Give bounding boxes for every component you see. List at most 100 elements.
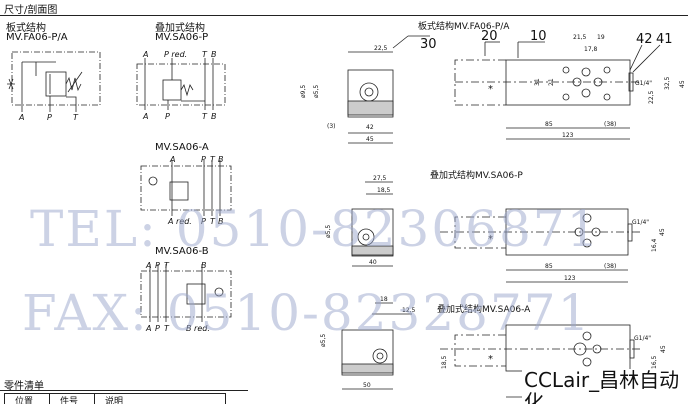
schematic-sa06b: A P T B A P T B red.: [140, 261, 232, 333]
svg-text:(38): (38): [604, 263, 616, 270]
schematic-sa06p: A P red. T B A P T B: [136, 50, 226, 121]
svg-text:18,5: 18,5: [377, 187, 391, 194]
port-label: B: [211, 112, 217, 121]
port-label: B red.: [186, 324, 210, 333]
port-label: P: [155, 324, 160, 333]
svg-text:*: *: [488, 234, 493, 245]
svg-text:G1/4": G1/4": [635, 80, 652, 87]
svg-text:22,5: 22,5: [648, 90, 655, 104]
svg-text:45: 45: [660, 345, 667, 353]
svg-text:ø5,5: ø5,5: [313, 85, 320, 98]
svg-text:12,5: 12,5: [402, 307, 416, 314]
schematic-model-4: MV.SA06-B: [155, 246, 209, 257]
svg-text:*: *: [488, 354, 493, 365]
schematic-sa06a: A P T B A red. P T B: [140, 155, 232, 226]
port-label: P: [165, 112, 170, 121]
view-title-sa06a: 叠加式结构MV.SA06-A: [437, 305, 531, 315]
port-label: A: [142, 50, 148, 59]
port-label: P: [201, 217, 206, 226]
table-header-row: 位置 件号 说明: [4, 393, 226, 404]
schematic-fa06: A P T: [7, 51, 101, 122]
watermark-tel: TEL: 0510-82306871: [30, 200, 601, 258]
schematic-model-2: MV.SA06-P: [155, 32, 209, 43]
svg-text:18,5: 18,5: [441, 355, 448, 369]
svg-text:16,5: 16,5: [651, 355, 658, 369]
port-label: A red.: [167, 217, 192, 226]
svg-text:27,5: 27,5: [373, 175, 387, 182]
watermark-fax: FAX: 0510-82328771: [22, 284, 592, 342]
column-header: 说明: [94, 393, 226, 404]
port-label: P: [201, 155, 206, 164]
port-label: T: [210, 155, 216, 164]
port-label: P: [155, 261, 160, 270]
svg-text:31: 31: [534, 78, 541, 86]
column-header: 件号: [49, 393, 95, 404]
side-view-sa06p: 27,5 18,5 ø5,5 40: [325, 175, 394, 267]
side-view-sa06a: 18 12,5 ø5,5 50: [320, 296, 416, 390]
port-label: B: [218, 217, 224, 226]
section-title: 尺寸/剖面图: [4, 5, 58, 16]
port-label: A: [142, 112, 148, 121]
parts-list-title: 零件清单: [4, 381, 44, 392]
svg-text:123: 123: [562, 132, 574, 139]
svg-text:42: 42: [636, 32, 653, 47]
port-label: P red.: [164, 50, 187, 59]
schematic-type-2: 叠加式结构: [155, 23, 205, 34]
parts-list-rule: [0, 390, 248, 391]
port-label: P: [47, 113, 52, 122]
front-view-fa06: 20 10 42 41 * 21,5 19 17,8 31 21 G1/4" 3…: [454, 29, 686, 140]
svg-text:123: 123: [564, 275, 576, 282]
svg-text:45: 45: [366, 136, 374, 143]
port-label: T: [164, 261, 170, 270]
port-label: A: [169, 155, 175, 164]
parts-list-table: 位置 件号 说明: [4, 393, 226, 404]
port-label: T: [164, 324, 170, 333]
svg-text:45: 45: [679, 80, 686, 88]
svg-text:20: 20: [481, 29, 498, 44]
port-label: A: [145, 261, 151, 270]
svg-text:ø5,5: ø5,5: [325, 225, 332, 238]
svg-text:19: 19: [597, 34, 605, 41]
port-label: B: [218, 155, 224, 164]
header-rule: [0, 15, 688, 16]
port-label: T: [202, 112, 208, 121]
front-view-sa06p: * G1/4" 45 16,4 85 (38) 123: [440, 208, 666, 283]
port-label: T: [73, 113, 79, 122]
brand-logo: CCLair_昌林自动化: [522, 369, 688, 404]
side-view-fa06: 22,5 ø9,5 ø5,5 (3) 42 45 30: [300, 35, 437, 144]
view-title-sa06p: 叠加式结构MV.SA06-P: [430, 171, 523, 181]
port-label: T: [210, 217, 216, 226]
svg-text:42: 42: [366, 124, 374, 131]
svg-text:22,5: 22,5: [374, 45, 388, 52]
svg-text:(38): (38): [604, 121, 616, 128]
svg-text:G1/4": G1/4": [632, 219, 649, 226]
svg-text:18: 18: [380, 296, 388, 303]
svg-text:30: 30: [420, 37, 437, 52]
schematic-model-3: MV.SA06-A: [155, 142, 209, 153]
svg-text:85: 85: [545, 121, 553, 128]
svg-text:16,4: 16,4: [651, 238, 658, 252]
svg-text:41: 41: [656, 32, 673, 47]
svg-text:32,5: 32,5: [664, 76, 671, 90]
svg-text:17,8: 17,8: [584, 46, 598, 53]
svg-text:(3): (3): [327, 123, 336, 130]
svg-text:ø5,5: ø5,5: [320, 334, 327, 347]
port-label: A: [18, 113, 24, 122]
svg-text:85: 85: [545, 263, 553, 270]
view-title-fa06: 板式结构MV.FA06-P/A: [418, 22, 510, 32]
svg-text:21,5: 21,5: [573, 34, 587, 41]
svg-text:10: 10: [530, 29, 547, 44]
svg-text:40: 40: [369, 259, 377, 266]
column-header: 位置: [4, 393, 50, 404]
port-label: B: [211, 50, 217, 59]
schematic-model-1: MV.FA06-P/A: [6, 32, 68, 43]
svg-text:G1/4": G1/4": [634, 335, 651, 342]
svg-text:ø9,5: ø9,5: [300, 85, 307, 98]
svg-text:*: *: [488, 84, 493, 95]
schematic-type-1: 板式结构: [6, 23, 46, 34]
svg-text:50: 50: [363, 382, 371, 389]
port-label: A: [145, 324, 151, 333]
port-label: B: [201, 261, 207, 270]
svg-text:21: 21: [548, 78, 555, 86]
